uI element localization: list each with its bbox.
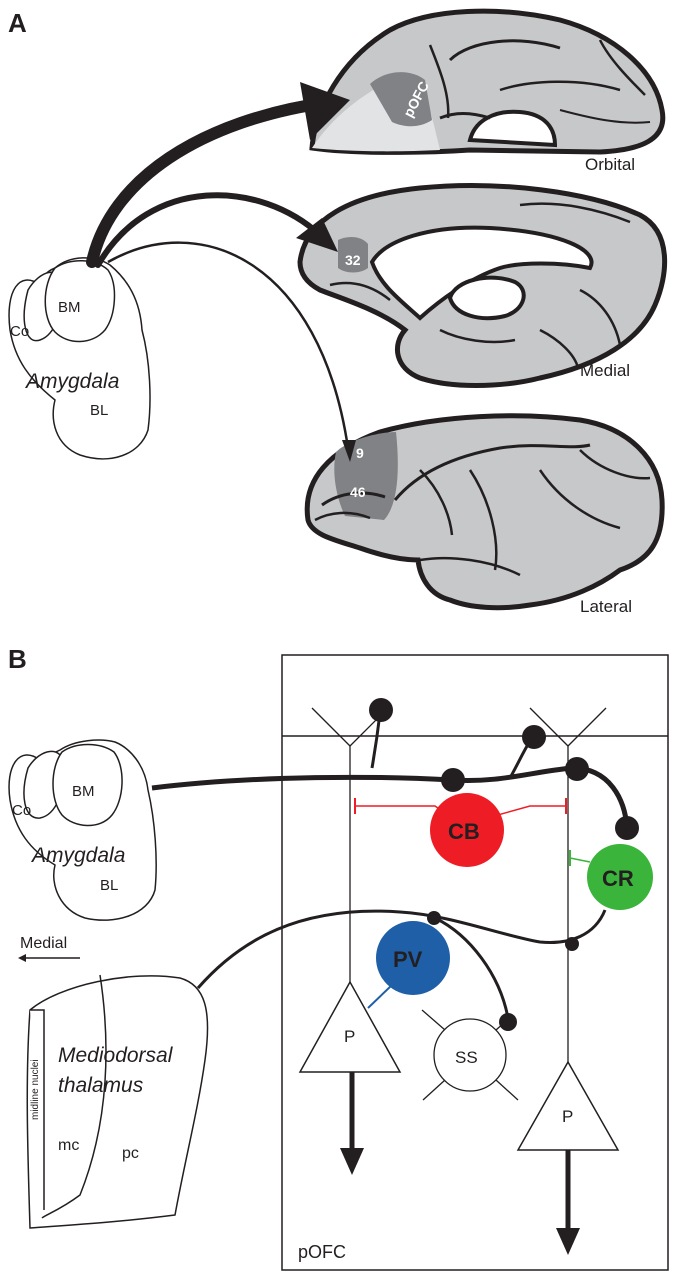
amygdala-b-co: Co bbox=[12, 802, 31, 819]
thalamus-title-line2: thalamus bbox=[58, 1074, 144, 1097]
thalamus-pc: pc bbox=[122, 1145, 139, 1162]
view-label-orbital: Orbital bbox=[585, 155, 635, 174]
area-9-label: 9 bbox=[356, 445, 364, 461]
amygdala-b-bl: BL bbox=[100, 877, 118, 894]
pofc-box bbox=[281, 654, 669, 1271]
amygdala-axon bbox=[151, 698, 639, 840]
amygdala-b-title: Amygdala bbox=[30, 844, 125, 867]
projection-arrows bbox=[86, 82, 356, 462]
thalamus-mc: mc bbox=[58, 1137, 79, 1154]
area-32-label: 32 bbox=[345, 252, 361, 268]
pv-label: PV bbox=[393, 947, 423, 972]
area-32-region bbox=[338, 236, 368, 273]
ss-cell bbox=[421, 1009, 519, 1101]
amygdala-a bbox=[8, 257, 151, 460]
lateral-brain bbox=[304, 413, 665, 611]
pofc-label: pOFC bbox=[298, 1242, 346, 1262]
orbital-brain bbox=[309, 8, 666, 155]
panel-a-label: A bbox=[8, 8, 27, 38]
amygdala-a-bl: BL bbox=[90, 402, 108, 419]
cb-interneuron bbox=[354, 793, 567, 867]
pyramidal-neuron-right bbox=[516, 707, 620, 1255]
view-label-lateral: Lateral bbox=[580, 597, 632, 616]
thalamus bbox=[26, 974, 209, 1229]
synapse-bouton bbox=[369, 698, 393, 722]
medial-arrow-label: Medial bbox=[20, 935, 67, 952]
area-9-46-region bbox=[334, 432, 398, 520]
amygdala-b bbox=[8, 739, 157, 921]
p-left-label: P bbox=[344, 1027, 355, 1046]
arrowhead-medial bbox=[296, 218, 338, 252]
cr-interneuron bbox=[569, 844, 653, 910]
amygdala-a-bm: BM bbox=[58, 299, 81, 316]
midline-nuclei-label: midline nuclei bbox=[30, 1059, 41, 1120]
synapse-bouton bbox=[615, 816, 639, 840]
view-label-medial: Medial bbox=[580, 361, 630, 380]
medial-brain bbox=[297, 183, 668, 388]
panel-b-label: B bbox=[8, 644, 27, 674]
thalamic-axon bbox=[196, 909, 607, 1031]
pyramidal-neuron-left bbox=[298, 707, 402, 1175]
cr-label: CR bbox=[602, 866, 634, 891]
amygdala-a-title: Amygdala bbox=[24, 370, 119, 393]
synapse-bouton bbox=[565, 757, 589, 781]
pv-interneuron bbox=[367, 921, 450, 1009]
thalamus-title-line1: Mediodorsal bbox=[58, 1044, 174, 1067]
area-46-label: 46 bbox=[350, 484, 366, 500]
amygdala-b-bm: BM bbox=[72, 783, 95, 800]
ss-label: SS bbox=[455, 1048, 478, 1067]
p-right-label: P bbox=[562, 1107, 573, 1126]
area-pofc-region bbox=[370, 72, 432, 127]
synapse-bouton bbox=[522, 725, 546, 749]
synapse-bouton bbox=[441, 768, 465, 792]
arrowhead-lateral bbox=[342, 440, 356, 462]
cb-label: CB bbox=[448, 819, 480, 844]
amygdala-a-co: Co bbox=[10, 323, 29, 340]
arrowhead-orbital bbox=[300, 82, 350, 140]
